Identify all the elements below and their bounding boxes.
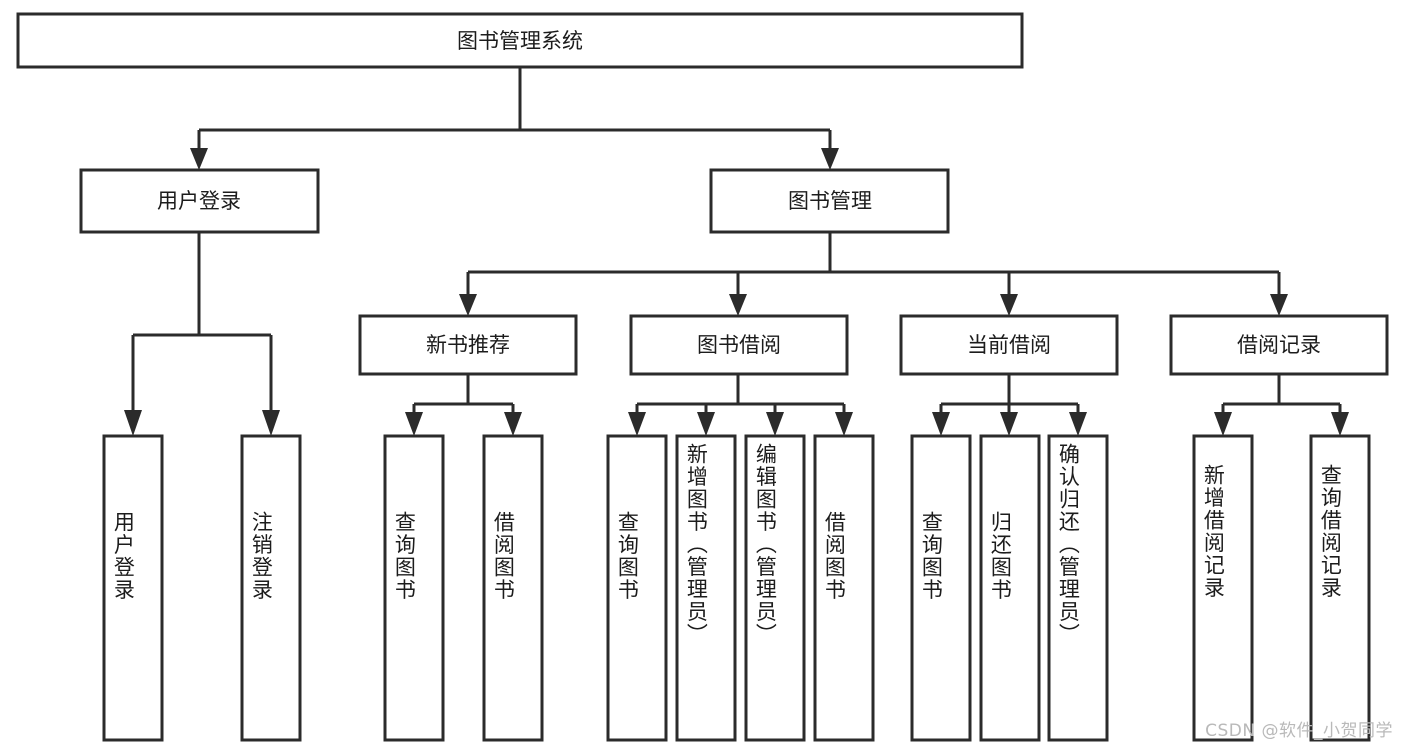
node-current-borrow-label: 当前借阅 bbox=[967, 333, 1051, 357]
arrowhead-leaf-user-login-1 bbox=[124, 410, 142, 436]
arrowhead-bookborrow bbox=[729, 294, 747, 316]
arrowhead-leaf-user-login-2 bbox=[262, 410, 280, 436]
node-book-borrow-label: 图书借阅 bbox=[697, 333, 781, 357]
arrowhead-leaf-bookborrow-1 bbox=[628, 412, 646, 436]
node-leaf-confirm-return-admin[interactable] bbox=[1047, 434, 1109, 742]
node-leaf-query-book-c[interactable] bbox=[910, 434, 972, 742]
arrowhead-borrowrecord bbox=[1270, 294, 1288, 316]
node-borrow-record-label: 借阅记录 bbox=[1237, 333, 1321, 357]
node-box-group: 图书管理系统 用户登录 图书管理 新书推荐 图书借阅 当前借阅 借阅记录 bbox=[16, 12, 1389, 742]
csdn-watermark: CSDN @软件_小贺同学 bbox=[1205, 721, 1393, 741]
node-leaf-user-login[interactable] bbox=[102, 434, 164, 742]
node-leaf-query-book-a[interactable] bbox=[383, 434, 445, 742]
node-book-borrow[interactable] bbox=[629, 314, 849, 376]
node-leaf-borrow-book-a[interactable] bbox=[482, 434, 544, 742]
node-leaf-borrow-book-b[interactable] bbox=[813, 434, 875, 742]
node-borrow-record[interactable] bbox=[1169, 314, 1389, 376]
node-leaf-query-borrow-record[interactable] bbox=[1309, 434, 1371, 742]
node-root-system-label: 图书管理系统 bbox=[457, 29, 583, 53]
node-current-borrow[interactable] bbox=[899, 314, 1119, 376]
arrowhead-leaf-bookborrow-2 bbox=[697, 412, 715, 436]
node-leaf-add-borrow-record[interactable] bbox=[1192, 434, 1254, 742]
node-leaf-query-book-b[interactable] bbox=[606, 434, 668, 742]
node-leaf-add-book-admin[interactable] bbox=[675, 434, 737, 742]
arrowhead-leaf-bookborrow-4 bbox=[835, 412, 853, 436]
arrowhead-leaf-bookborrow-3 bbox=[766, 412, 784, 436]
arrowhead-newbook bbox=[459, 294, 477, 316]
node-leaf-logout[interactable] bbox=[240, 434, 302, 742]
node-new-book-recommend-label: 新书推荐 bbox=[426, 333, 510, 357]
node-leaf-return-book[interactable] bbox=[979, 434, 1041, 742]
node-book-manage[interactable] bbox=[709, 168, 950, 234]
arrowhead-leaf-currentborrow-3 bbox=[1069, 412, 1087, 436]
arrowhead-leaf-borrowrecord-2 bbox=[1331, 412, 1349, 436]
arrowhead-leaf-newbook-1 bbox=[405, 412, 423, 436]
arrowhead-leaf-newbook-2 bbox=[504, 412, 522, 436]
arrowhead-user-login bbox=[190, 148, 208, 170]
connector-group bbox=[124, 67, 1349, 436]
arrowhead-currentborrow bbox=[1000, 294, 1018, 316]
node-new-book-recommend[interactable] bbox=[358, 314, 578, 376]
node-leaf-edit-book-admin[interactable] bbox=[744, 434, 806, 742]
arrowhead-leaf-currentborrow-1 bbox=[932, 412, 950, 436]
node-root-system[interactable] bbox=[16, 12, 1024, 69]
node-book-manage-label: 图书管理 bbox=[788, 189, 872, 213]
arrowhead-leaf-borrowrecord-1 bbox=[1214, 412, 1232, 436]
node-user-login[interactable] bbox=[79, 168, 320, 234]
arrowhead-book-manage bbox=[821, 148, 839, 170]
node-user-login-label: 用户登录 bbox=[157, 189, 241, 213]
arrowhead-leaf-currentborrow-2 bbox=[1000, 412, 1018, 436]
